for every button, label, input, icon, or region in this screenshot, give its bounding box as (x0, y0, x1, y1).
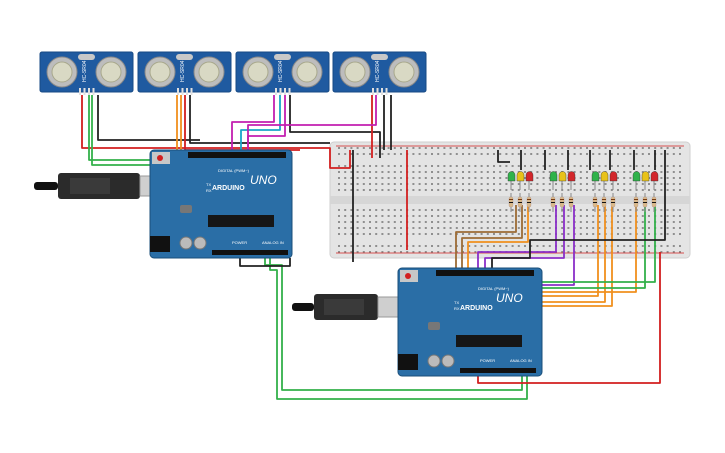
sensor-label: HC-SR04 (180, 60, 186, 82)
led-green[interactable] (632, 171, 641, 190)
resistor[interactable] (526, 193, 532, 212)
sensor-row: HC-SR04 HC-SR04 HC-SR04 HC-SR04 (39, 51, 427, 95)
digital-header[interactable] (188, 152, 286, 158)
usb-cable-top[interactable] (34, 173, 167, 199)
digital-label: DIGITAL (PWM~) (478, 286, 510, 291)
digital-label: DIGITAL (PWM~) (218, 168, 250, 173)
wire[interactable] (520, 205, 656, 283)
wire[interactable] (520, 205, 613, 307)
resistor[interactable] (550, 193, 556, 212)
led-yellow[interactable] (558, 171, 567, 190)
power-label: POWER (480, 358, 495, 363)
resistor[interactable] (651, 193, 657, 212)
wire[interactable] (520, 205, 637, 293)
led-green[interactable] (549, 171, 558, 190)
wire[interactable] (491, 150, 666, 272)
wire[interactable] (264, 258, 523, 391)
wire[interactable] (455, 205, 517, 272)
usb-cable-bottom[interactable] (292, 294, 405, 320)
reset-button[interactable] (157, 155, 163, 161)
wire[interactable] (81, 95, 351, 169)
wire[interactable] (97, 95, 200, 141)
arduino-model: UNO (250, 173, 277, 187)
wire[interactable] (520, 205, 606, 303)
ultrasonic-sensor[interactable]: HC-SR04 (235, 51, 330, 95)
power-jack[interactable] (398, 354, 418, 370)
wire[interactable] (497, 150, 510, 163)
analog-label: ANALOG IN (262, 240, 284, 245)
sensor-label: HC-SR04 (375, 60, 381, 82)
resistor[interactable] (642, 193, 648, 212)
arduino-brand: ARDUINO (212, 185, 245, 192)
reset-button[interactable] (405, 273, 411, 279)
analog-label: ANALOG IN (510, 358, 532, 363)
arduino-model: UNO (496, 291, 523, 305)
wire[interactable] (247, 95, 377, 158)
wire[interactable] (467, 205, 529, 272)
wire[interactable] (461, 205, 523, 272)
led-yellow[interactable] (641, 171, 650, 190)
ultrasonic-sensor[interactable]: HC-SR04 (39, 51, 134, 95)
led-yellow[interactable] (516, 171, 525, 190)
wire[interactable] (477, 205, 557, 272)
analog-header[interactable] (504, 368, 536, 373)
atmega-chip (208, 215, 274, 227)
wire[interactable] (239, 258, 291, 267)
wire[interactable] (520, 205, 646, 289)
wire[interactable] (520, 205, 599, 297)
arduino-brand: ARDUINO (460, 305, 493, 312)
power-label: POWER (232, 240, 247, 245)
power-header[interactable] (460, 368, 504, 373)
led-red[interactable] (609, 171, 618, 190)
wire[interactable] (289, 95, 381, 158)
resistor[interactable] (601, 193, 607, 212)
resistor[interactable] (559, 193, 565, 212)
led-green[interactable] (507, 171, 516, 190)
wire[interactable] (269, 258, 528, 400)
wire[interactable] (240, 95, 281, 158)
led-green[interactable] (591, 171, 600, 190)
digital-header[interactable] (436, 270, 534, 276)
tx-label: TX (206, 182, 211, 187)
ultrasonic-sensor[interactable]: HC-SR04 (137, 51, 232, 95)
power-header[interactable] (212, 250, 256, 255)
wire[interactable] (231, 95, 275, 158)
arduino-uno-bottom[interactable]: DIGITAL (PWM~) ARDUINO UNO TX RX POWER A… (397, 267, 543, 377)
wire[interactable] (189, 95, 330, 144)
resistor[interactable] (633, 193, 639, 212)
ultrasonic-sensor[interactable]: HC-SR04 (332, 51, 427, 95)
wire[interactable] (477, 252, 661, 384)
sensor-label: HC-SR04 (278, 60, 284, 82)
sensor-label: HC-SR04 (82, 60, 88, 82)
rx-label: RX (206, 188, 212, 193)
atmega-chip (456, 335, 522, 347)
resistor[interactable] (508, 193, 514, 212)
resistor[interactable] (517, 193, 523, 212)
led-red[interactable] (650, 171, 659, 190)
rx-label: RX (454, 306, 460, 311)
led-red[interactable] (525, 171, 534, 190)
resistor[interactable] (568, 193, 574, 212)
led-red[interactable] (567, 171, 576, 190)
tx-label: TX (454, 300, 459, 305)
arduino-uno-top[interactable]: DIGITAL (PWM~) ARDUINO UNO TX RX POWER A… (149, 149, 293, 259)
led-array (507, 171, 659, 212)
power-jack[interactable] (150, 236, 170, 252)
analog-header[interactable] (256, 250, 288, 255)
resistor[interactable] (610, 193, 616, 212)
resistor[interactable] (592, 193, 598, 212)
led-yellow[interactable] (600, 171, 609, 190)
